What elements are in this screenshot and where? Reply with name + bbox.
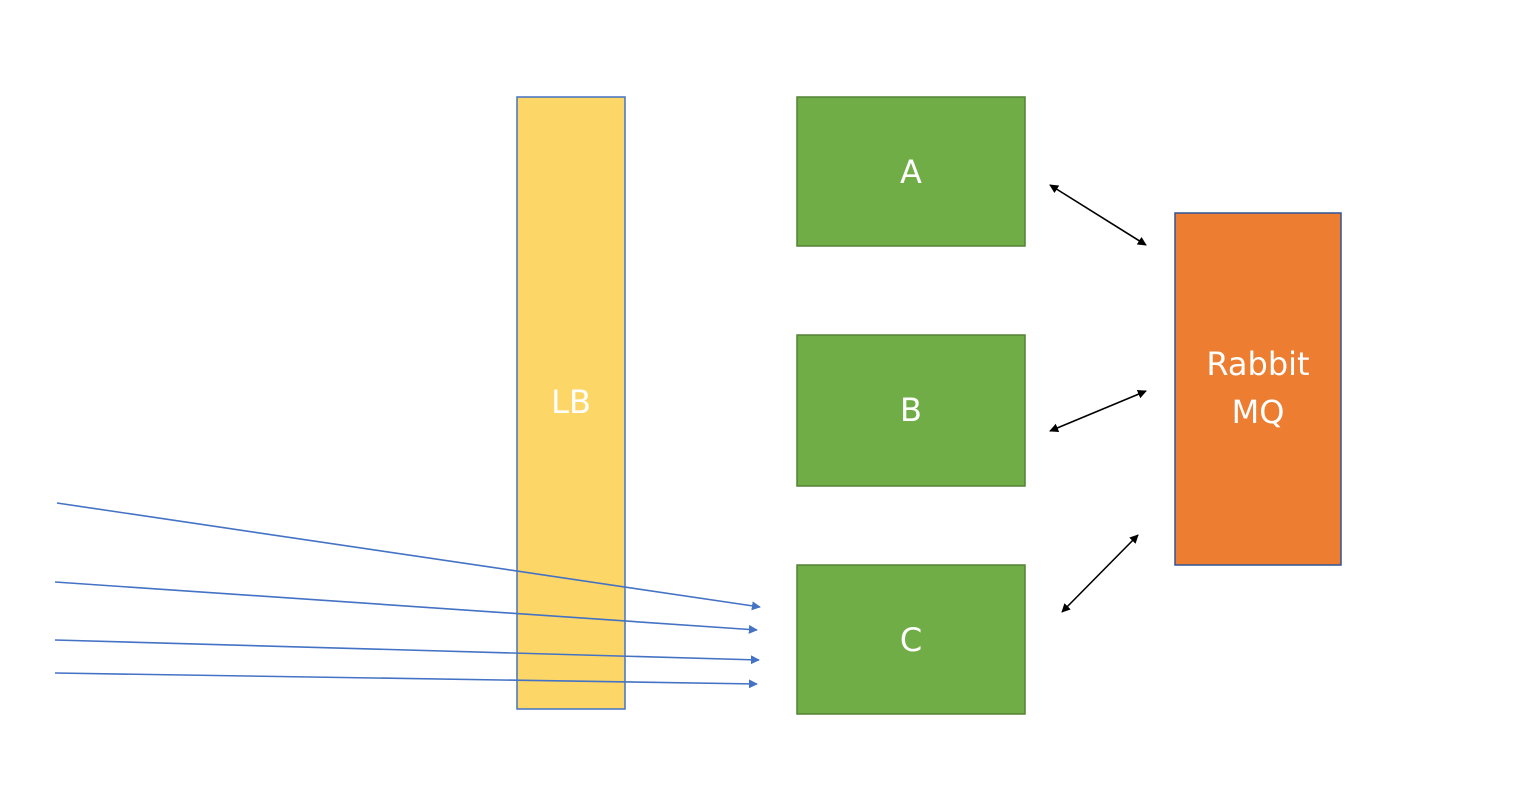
- service-c-label: C: [900, 621, 922, 659]
- link-b-rabbitmq: [1049, 389, 1147, 433]
- rabbitmq-label-line1: Rabbit: [1206, 345, 1309, 383]
- service-a-box: [796, 96, 1026, 247]
- load-balancer-box: [516, 96, 626, 710]
- request-arrow-4: [54, 672, 758, 689]
- service-c-node: C: [796, 564, 1026, 715]
- service-b-box: [796, 334, 1026, 487]
- load-balancer-node: LB: [516, 96, 626, 710]
- service-b-node: B: [796, 334, 1026, 487]
- load-balancer-label: LB: [551, 383, 591, 421]
- service-b-label: B: [900, 391, 922, 429]
- incoming-requests: [54, 502, 761, 689]
- link-c-rabbitmq: [1061, 534, 1139, 613]
- rabbitmq-node: Rabbit MQ: [1174, 212, 1342, 566]
- rabbitmq-label-line2: MQ: [1232, 393, 1285, 431]
- request-arrow-3: [54, 639, 760, 665]
- service-a-label: A: [900, 153, 922, 191]
- request-arrow-2: [54, 581, 758, 634]
- link-a-rabbitmq: [1049, 184, 1147, 246]
- service-c-box: [796, 564, 1026, 715]
- rabbitmq-box: [1174, 212, 1342, 566]
- service-a-node: A: [796, 96, 1026, 247]
- rabbitmq-links: [1049, 184, 1147, 613]
- request-arrow-1: [56, 502, 761, 611]
